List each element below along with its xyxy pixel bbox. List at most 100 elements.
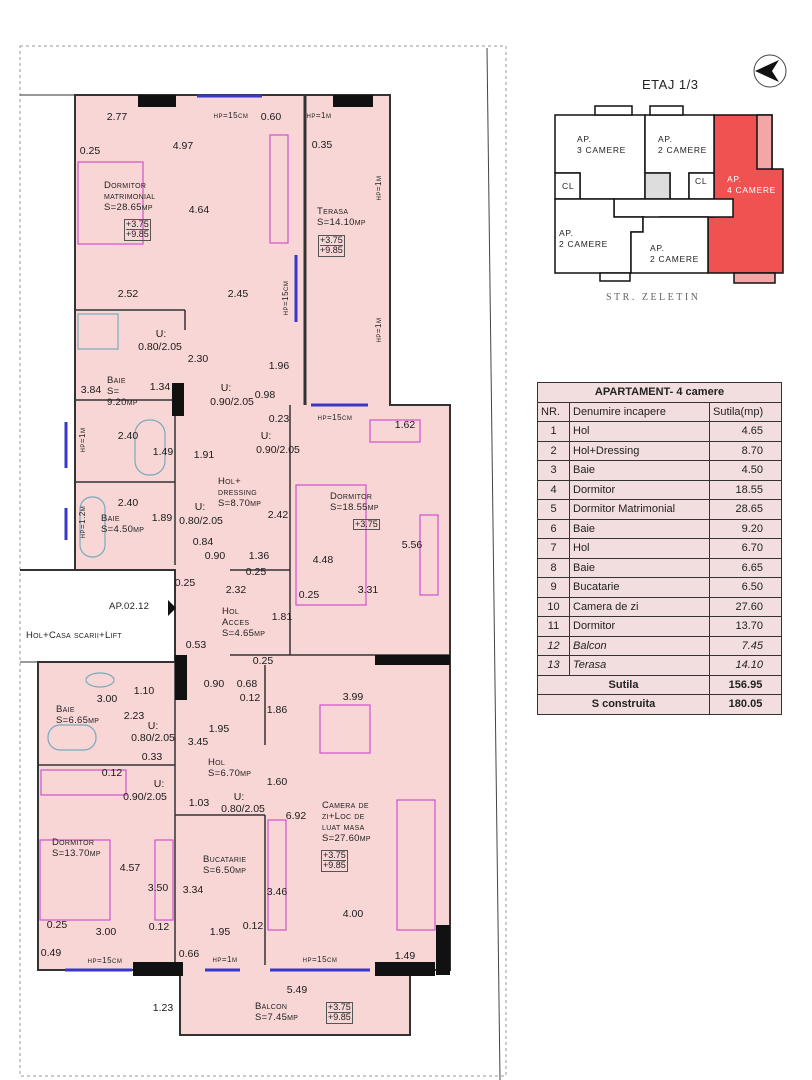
- dimension: 2.30: [187, 352, 209, 365]
- dimension: 0.49: [40, 946, 62, 959]
- dimension: 0.25: [298, 588, 320, 601]
- dimension: 1.23: [152, 1001, 174, 1014]
- key-unit-4-camere[interactable]: AP.4 CAMERE: [727, 174, 776, 196]
- sill-height: hp=1m: [306, 111, 332, 120]
- key-unit-3-camere[interactable]: AP.3 CAMERE: [577, 134, 626, 156]
- elevation-low: +3.75: [320, 235, 343, 245]
- key-unit-2-camere-bottom[interactable]: AP.2 CAMERE: [650, 243, 699, 265]
- unit-rooms: 2 CAMERE: [650, 254, 700, 265]
- room-name: zi+Loc de: [322, 810, 365, 822]
- header-area: Sutila(mp): [709, 401, 782, 422]
- row-name: Dormitor Matrimonial: [569, 499, 710, 520]
- row-nr: 4: [537, 479, 570, 500]
- row-name: Dormitor: [569, 479, 710, 500]
- room-area: S=8.70mp: [218, 497, 262, 509]
- row-nr: 11: [537, 616, 570, 637]
- header-nr: NR.: [537, 401, 570, 422]
- dimension: 0.53: [185, 638, 207, 651]
- elevation-tag: +3.75+9.85: [321, 850, 348, 872]
- room-area: S=18.55mp: [330, 501, 379, 513]
- row-nr: 9: [537, 577, 570, 598]
- dimension: 3.31: [357, 583, 379, 596]
- dimension: 3.00: [96, 692, 118, 705]
- row-area: 14.10: [709, 655, 782, 676]
- room-area: S=6.50mp: [203, 864, 247, 876]
- room-name: Acces: [222, 616, 250, 628]
- dimension: 1.36: [248, 549, 270, 562]
- door-label: U:: [155, 327, 167, 340]
- room-name: luat masa: [322, 821, 365, 833]
- elevation-high: +9.85: [126, 229, 149, 240]
- dimension: 0.25: [245, 565, 267, 578]
- dimension: 3.45: [187, 735, 209, 748]
- dimension: 2.42: [267, 508, 289, 521]
- key-closet: CL: [562, 181, 575, 191]
- room-name: Baie: [56, 704, 75, 715]
- street-name: STR. ZELETIN: [606, 292, 701, 303]
- elevation-low: +3.75: [126, 219, 149, 229]
- sill-height: hp=15cm: [87, 956, 123, 965]
- dimension: 2.77: [106, 110, 128, 123]
- row-nr: 7: [537, 538, 570, 559]
- dimension: 1.49: [394, 949, 416, 962]
- dimension: 3.00: [95, 925, 117, 938]
- dimension: 2.32: [225, 583, 247, 596]
- room-name: Dormitor: [104, 180, 147, 191]
- row-area: 4.50: [709, 460, 782, 481]
- dimension: 0.25: [46, 918, 68, 931]
- header-name: Denumire incapere: [569, 401, 710, 422]
- row-area: 27.60: [709, 596, 782, 617]
- compass-icon: [753, 54, 787, 88]
- sill-height: hp=1m: [212, 955, 238, 964]
- dimension: 4.48: [312, 553, 334, 566]
- plot-boundary: [19, 45, 507, 1077]
- apartment-area: [37, 94, 451, 1036]
- room-name: Bucatarie: [203, 854, 247, 865]
- room-area: S=: [107, 385, 120, 397]
- room-name: Dormitor: [330, 491, 373, 502]
- room-area: S=7.45mp: [255, 1011, 299, 1023]
- room-name: Baie: [101, 513, 120, 524]
- door-size: 0.80/2.05: [138, 340, 182, 353]
- sutila-value: 156.95: [709, 674, 782, 695]
- dimension: 0.25: [252, 654, 274, 667]
- room-area: 9.20mp: [107, 396, 138, 408]
- row-nr: 10: [537, 596, 570, 617]
- dimension: 2.40: [117, 429, 139, 442]
- key-unit-2-camere-top[interactable]: AP.2 CAMERE: [658, 134, 707, 156]
- dimension: 0.12: [101, 766, 123, 779]
- dimension: 1.95: [209, 925, 231, 938]
- unit-label: AP.: [650, 243, 665, 253]
- dimension: 0.68: [236, 677, 258, 690]
- row-name: Bucatarie: [569, 577, 710, 598]
- door-label: U:: [220, 381, 232, 394]
- sill-height: hp=15cm: [317, 413, 353, 422]
- dimension: 2.45: [227, 287, 249, 300]
- row-area: 13.70: [709, 616, 782, 637]
- structural-columns: [133, 95, 450, 976]
- key-unit-2-camere-left[interactable]: AP.2 CAMERE: [559, 228, 608, 250]
- row-area: 8.70: [709, 440, 782, 461]
- row-nr: 3: [537, 460, 570, 481]
- unit-rooms: 4 CAMERE: [727, 185, 777, 196]
- dimension: 0.84: [192, 535, 214, 548]
